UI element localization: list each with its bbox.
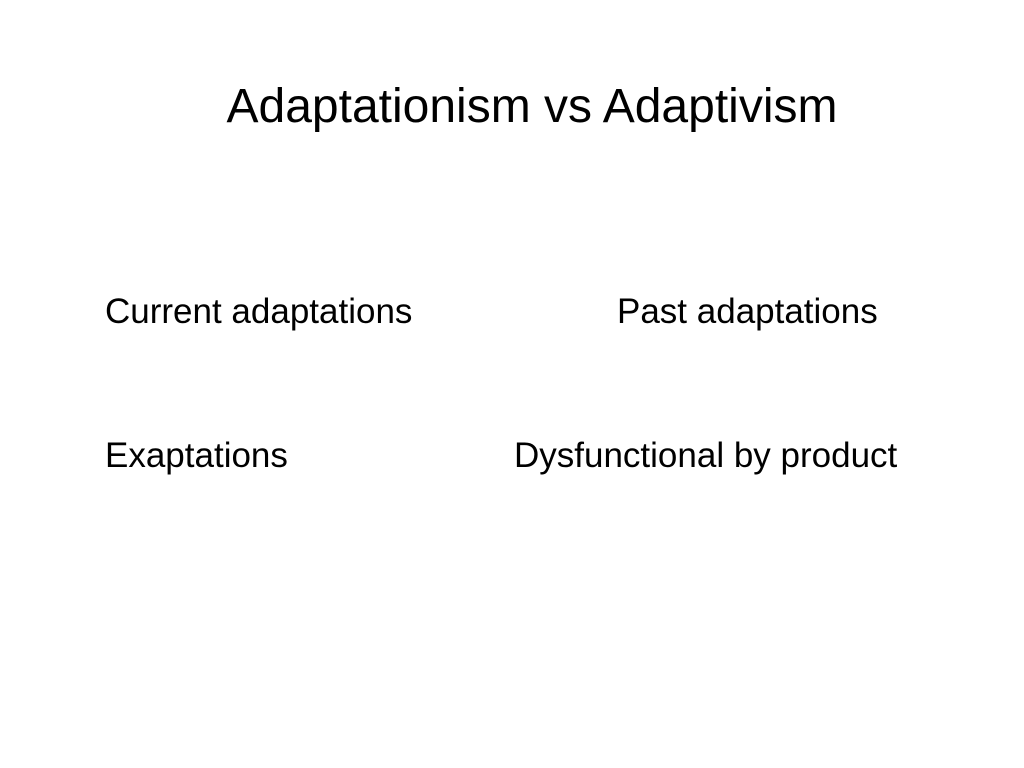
item-past-adaptations: Past adaptations bbox=[617, 292, 878, 331]
item-exaptations: Exaptations bbox=[105, 436, 288, 475]
item-dysfunctional-by-product: Dysfunctional by product bbox=[514, 436, 898, 475]
slide-title: Adaptationism vs Adaptivism bbox=[226, 80, 838, 133]
item-current-adaptations: Current adaptations bbox=[105, 292, 413, 331]
